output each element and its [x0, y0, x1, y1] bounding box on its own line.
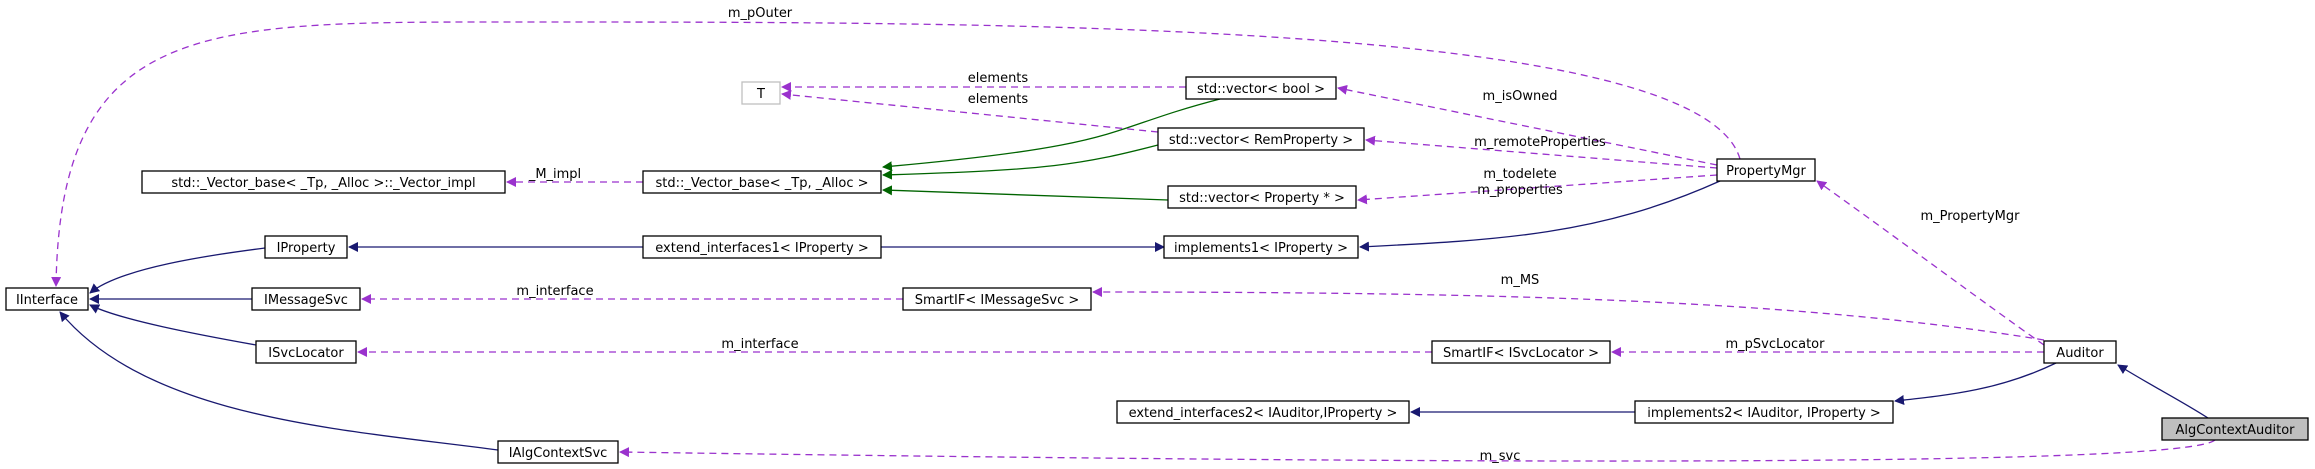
class-box — [497, 440, 619, 464]
edge-auditor-to-smartmsg — [1092, 287, 2045, 341]
class-label: std::vector< bool > — [1197, 82, 1325, 97]
class-box — [1634, 400, 1894, 424]
class-label: ISvcLocator — [268, 346, 344, 361]
edge-label: m_MS — [1501, 273, 1540, 288]
class-node-vectorimpl[interactable]: std::_Vector_base< _Tp, _Alloc >::_Vecto… — [141, 170, 506, 194]
class-node-extint1[interactable]: extend_interfaces1< IProperty > — [642, 235, 882, 259]
class-label: std::_Vector_base< _Tp, _Alloc >::_Vecto… — [171, 176, 475, 191]
edge-auditor-to-propertymgr — [1816, 180, 2045, 346]
class-box — [5, 287, 89, 311]
edge-vecrem-to-vectorbase — [882, 144, 1159, 180]
class-box — [264, 235, 348, 259]
class-label: std::vector< RemProperty > — [1169, 133, 1353, 148]
class-node-smartloc[interactable]: SmartIF< ISvcLocator > — [1431, 340, 1611, 364]
class-box — [1116, 400, 1410, 424]
class-label: IInterface — [16, 293, 78, 308]
class-box — [141, 170, 506, 194]
class-label: IProperty — [277, 241, 336, 256]
class-node-iinterface[interactable]: IInterface — [5, 287, 89, 311]
class-label: extend_interfaces2< IAuditor,IProperty > — [1129, 406, 1398, 421]
class-node-auditor[interactable]: Auditor — [2043, 340, 2117, 364]
class-node-extint2[interactable]: extend_interfaces2< IAuditor,IProperty > — [1116, 400, 1410, 424]
edge-label: m_PropertyMgr — [1921, 209, 2021, 224]
class-label: T — [756, 87, 765, 102]
edge-label: m_interface — [516, 284, 593, 299]
edge-label: m_remoteProperties — [1474, 135, 1606, 150]
edge-vecbool-to-vectorbase — [882, 98, 1221, 172]
edge-label: m_todelete — [1483, 167, 1556, 182]
edge-vecrem-to-t — [781, 89, 1159, 133]
class-label: SmartIF< ISvcLocator > — [1443, 346, 1599, 361]
class-node-t[interactable]: T — [741, 81, 781, 105]
class-node-imessagesvc[interactable]: IMessageSvc — [251, 287, 361, 311]
edge-isvclocator-to-iinterface — [89, 304, 257, 346]
class-node-propertymgr[interactable]: PropertyMgr — [1716, 158, 1816, 182]
class-label: extend_interfaces1< IProperty > — [655, 241, 868, 256]
edge-label: m_properties — [1477, 183, 1563, 198]
class-box — [741, 81, 781, 105]
class-label: AlgContextAuditor — [2175, 423, 2295, 438]
edge-label: m_pOuter — [728, 6, 793, 21]
class-node-vectorbase[interactable]: std::_Vector_base< _Tp, _Alloc > — [642, 170, 882, 194]
edge-propertymgr-to-vecbool — [1337, 84, 1718, 166]
edge-label: elements — [968, 92, 1029, 107]
class-box — [255, 340, 357, 364]
edge-label: elements — [968, 71, 1029, 86]
class-label: std::vector< Property * > — [1179, 191, 1345, 206]
edge-label: _M_impl — [528, 167, 581, 182]
edges-layer: _M_impl elements elements m_interface m_inte… — [51, 6, 2216, 464]
edge-iproperty-to-iinterface — [89, 247, 266, 294]
class-node-vecrem[interactable]: std::vector< RemProperty > — [1157, 127, 1365, 151]
class-box — [1716, 158, 1816, 182]
class-label: implements1< IProperty > — [1174, 241, 1348, 256]
class-label: IMessageSvc — [264, 293, 348, 308]
class-box — [2161, 417, 2309, 441]
class-node-impl2[interactable]: implements2< IAuditor, IProperty > — [1634, 400, 1894, 424]
class-box — [642, 170, 882, 194]
edge-auditor-to-impl2 — [1894, 362, 2057, 405]
class-label: Auditor — [2056, 346, 2104, 361]
class-label: std::_Vector_base< _Tp, _Alloc > — [655, 176, 868, 191]
edge-propertymgr-to-vecrem — [1365, 135, 1718, 169]
class-node-algcontextauditor[interactable]: AlgContextAuditor — [2161, 417, 2309, 441]
class-box — [1167, 185, 1357, 209]
nodes-layer: IInterface IPropertyIMessageSvcISvcLocato… — [5, 76, 2309, 464]
class-box — [1163, 235, 1359, 259]
class-label: SmartIF< IMessageSvc > — [915, 293, 1080, 308]
class-label: PropertyMgr — [1726, 164, 1806, 179]
edge-propertymgr-to-impl1 — [1359, 180, 1721, 252]
class-box — [1157, 127, 1365, 151]
class-node-vecbool[interactable]: std::vector< bool > — [1185, 76, 1337, 100]
edge-algcontextauditor-to-ialgcontextsvc — [619, 439, 2216, 462]
class-node-impl1[interactable]: implements1< IProperty > — [1163, 235, 1359, 259]
class-box — [251, 287, 361, 311]
class-box — [642, 235, 882, 259]
edge-vecprop-to-vectorbase — [882, 185, 1169, 201]
class-box — [1185, 76, 1337, 100]
class-box — [902, 287, 1092, 311]
edge-label: m_interface — [721, 337, 798, 352]
class-box — [2043, 340, 2117, 364]
class-node-smartmsg[interactable]: SmartIF< IMessageSvc > — [902, 287, 1092, 311]
class-node-ialgcontextsvc[interactable]: IAlgContextSvc — [497, 440, 619, 464]
class-label: IAlgContextSvc — [509, 446, 608, 461]
class-node-iproperty[interactable]: IProperty — [264, 235, 348, 259]
edge-ialgcontextsvc-to-iinterface — [59, 311, 499, 451]
edge-propertymgr-to-iinterface — [51, 21, 1741, 287]
edge-label: m_isOwned — [1483, 89, 1558, 104]
class-label: implements2< IAuditor, IProperty > — [1647, 406, 1881, 421]
class-box — [1431, 340, 1611, 364]
class-node-isvclocator[interactable]: ISvcLocator — [255, 340, 357, 364]
edge-algcontextauditor-to-auditor — [2117, 364, 2209, 419]
edge-label: m_svc — [1480, 449, 1521, 464]
class-node-vecprop[interactable]: std::vector< Property * > — [1167, 185, 1357, 209]
edge-label: m_pSvcLocator — [1726, 337, 1826, 352]
